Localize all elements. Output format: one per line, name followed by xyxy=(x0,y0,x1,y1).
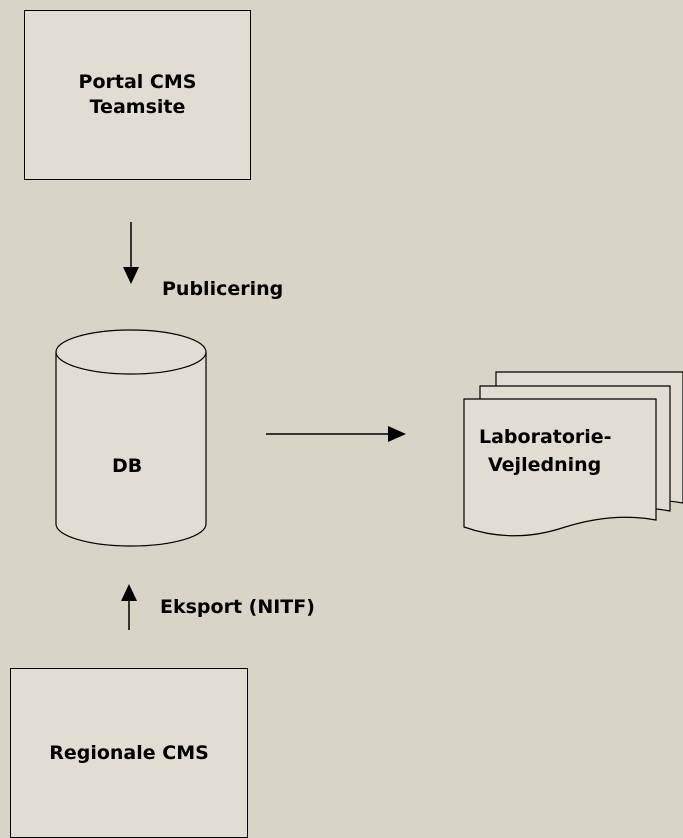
portal-label-line2: Teamsite xyxy=(89,96,186,118)
document-stack[interactable] xyxy=(463,371,683,537)
output-arrow xyxy=(266,426,406,442)
regional-label: Regionale CMS xyxy=(49,741,209,764)
portal-cms-box[interactable]: Portal CMS Teamsite xyxy=(24,10,251,180)
db-label: DB xyxy=(112,455,143,477)
export-arrow xyxy=(121,584,137,630)
portal-label-line1: Portal CMS xyxy=(78,71,197,93)
export-label: Eksport (NITF) xyxy=(160,596,315,618)
regional-cms-box[interactable]: Regionale CMS xyxy=(10,668,248,838)
document-label-line2: Vejledning xyxy=(488,454,602,476)
document-label-line1: Laboratorie- xyxy=(479,426,612,448)
publish-label: Publicering xyxy=(162,278,284,300)
document-front xyxy=(463,398,657,537)
db-cylinder[interactable] xyxy=(55,329,207,547)
publish-arrow xyxy=(123,222,139,284)
